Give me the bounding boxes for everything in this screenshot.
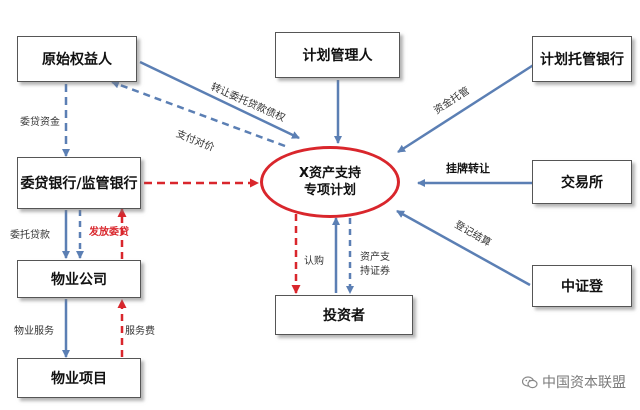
- arrow-csdc-to-spv: [396, 209, 531, 287]
- label-listing-transfer: 挂牌转让: [446, 162, 490, 175]
- label-abs-line2: 持证券: [360, 266, 390, 277]
- node-property-project-label: 物业项目: [51, 371, 107, 387]
- arrow-originator-to-spv: [139, 60, 300, 140]
- label-property-service: 物业服务: [14, 326, 54, 337]
- node-entrust-bank-label: 委贷银行/监管银行: [20, 176, 138, 192]
- label-entrusted-loan: 委托贷款: [10, 230, 50, 241]
- node-spv: X资产支持 专项计划: [260, 146, 400, 218]
- arrow-spv-to-originator: [111, 80, 286, 148]
- node-originator-label: 原始权益人: [42, 52, 112, 68]
- node-custodian-bank-label: 计划托管银行: [540, 52, 624, 68]
- node-plan-manager: 计划管理人: [275, 32, 400, 78]
- node-custodian-bank: 计划托管银行: [532, 36, 632, 82]
- label-abs-line1: 资产支: [360, 252, 390, 263]
- label-release-loan: 发放委贷: [89, 227, 129, 238]
- node-exchange-label: 交易所: [561, 175, 603, 191]
- watermark: 中国资本联盟: [522, 372, 626, 392]
- label-entrust-fund: 委贷资金: [20, 117, 60, 128]
- node-originator: 原始权益人: [17, 36, 137, 82]
- label-subscribe: 认购: [304, 256, 324, 267]
- arrow-custodian-to-spv: [397, 62, 536, 154]
- node-property-company: 物业公司: [17, 260, 141, 298]
- node-csdc-label: 中证登: [561, 279, 603, 295]
- node-property-project: 物业项目: [17, 358, 141, 398]
- watermark-text: 中国资本联盟: [542, 375, 626, 391]
- label-service-fee: 服务费: [125, 326, 155, 337]
- node-plan-manager-label: 计划管理人: [302, 48, 373, 64]
- node-spv-line2: 专项计划: [303, 183, 356, 198]
- wechat-icon: [522, 375, 538, 388]
- node-investor-label: 投资者: [323, 308, 365, 324]
- node-exchange: 交易所: [532, 160, 632, 204]
- node-spv-line1: X资产支持: [298, 166, 362, 181]
- node-property-company-label: 物业公司: [51, 272, 107, 288]
- node-entrust-bank: 委贷银行/监管银行: [17, 157, 141, 209]
- node-csdc: 中证登: [532, 265, 632, 307]
- node-investor: 投资者: [275, 295, 413, 335]
